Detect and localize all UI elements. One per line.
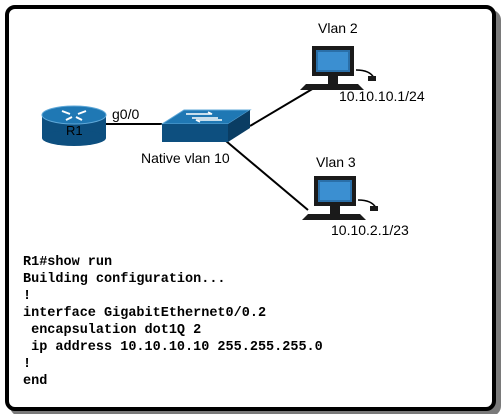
router-interface-label: g0/0 bbox=[112, 106, 140, 122]
router-label: R1 bbox=[66, 123, 83, 138]
figure-frame bbox=[5, 5, 496, 411]
console-line: ! bbox=[23, 289, 32, 304]
console-line: interface GigabitEthernet0/0.2 bbox=[23, 306, 267, 321]
pc-bottom-icon bbox=[302, 176, 378, 220]
pc-top-ip-label: 10.10.10.1/24 bbox=[339, 88, 425, 104]
link-switch-pc-top bbox=[249, 87, 315, 127]
switch-label: Native vlan 10 bbox=[141, 150, 230, 166]
console-line: R1#show run bbox=[23, 255, 113, 270]
console-line: ip address 10.10.10.10 255.255.255.0 bbox=[23, 340, 323, 355]
link-switch-pc-bottom bbox=[225, 140, 309, 211]
pc-bottom-ip-label: 10.10.2.1/23 bbox=[331, 222, 409, 238]
console-line: ! bbox=[23, 357, 32, 372]
switch-icon bbox=[160, 109, 252, 142]
console-output: R1#show run Building configuration... ! … bbox=[23, 254, 323, 390]
pc-top-icon bbox=[300, 46, 376, 90]
router-icon bbox=[41, 105, 107, 146]
pc-top-vlan-label: Vlan 2 bbox=[318, 20, 358, 36]
console-line: Building configuration... bbox=[23, 272, 226, 287]
console-line: encapsulation dot1Q 2 bbox=[23, 323, 202, 338]
console-line: end bbox=[23, 374, 48, 389]
pc-bottom-vlan-label: Vlan 3 bbox=[316, 154, 356, 170]
